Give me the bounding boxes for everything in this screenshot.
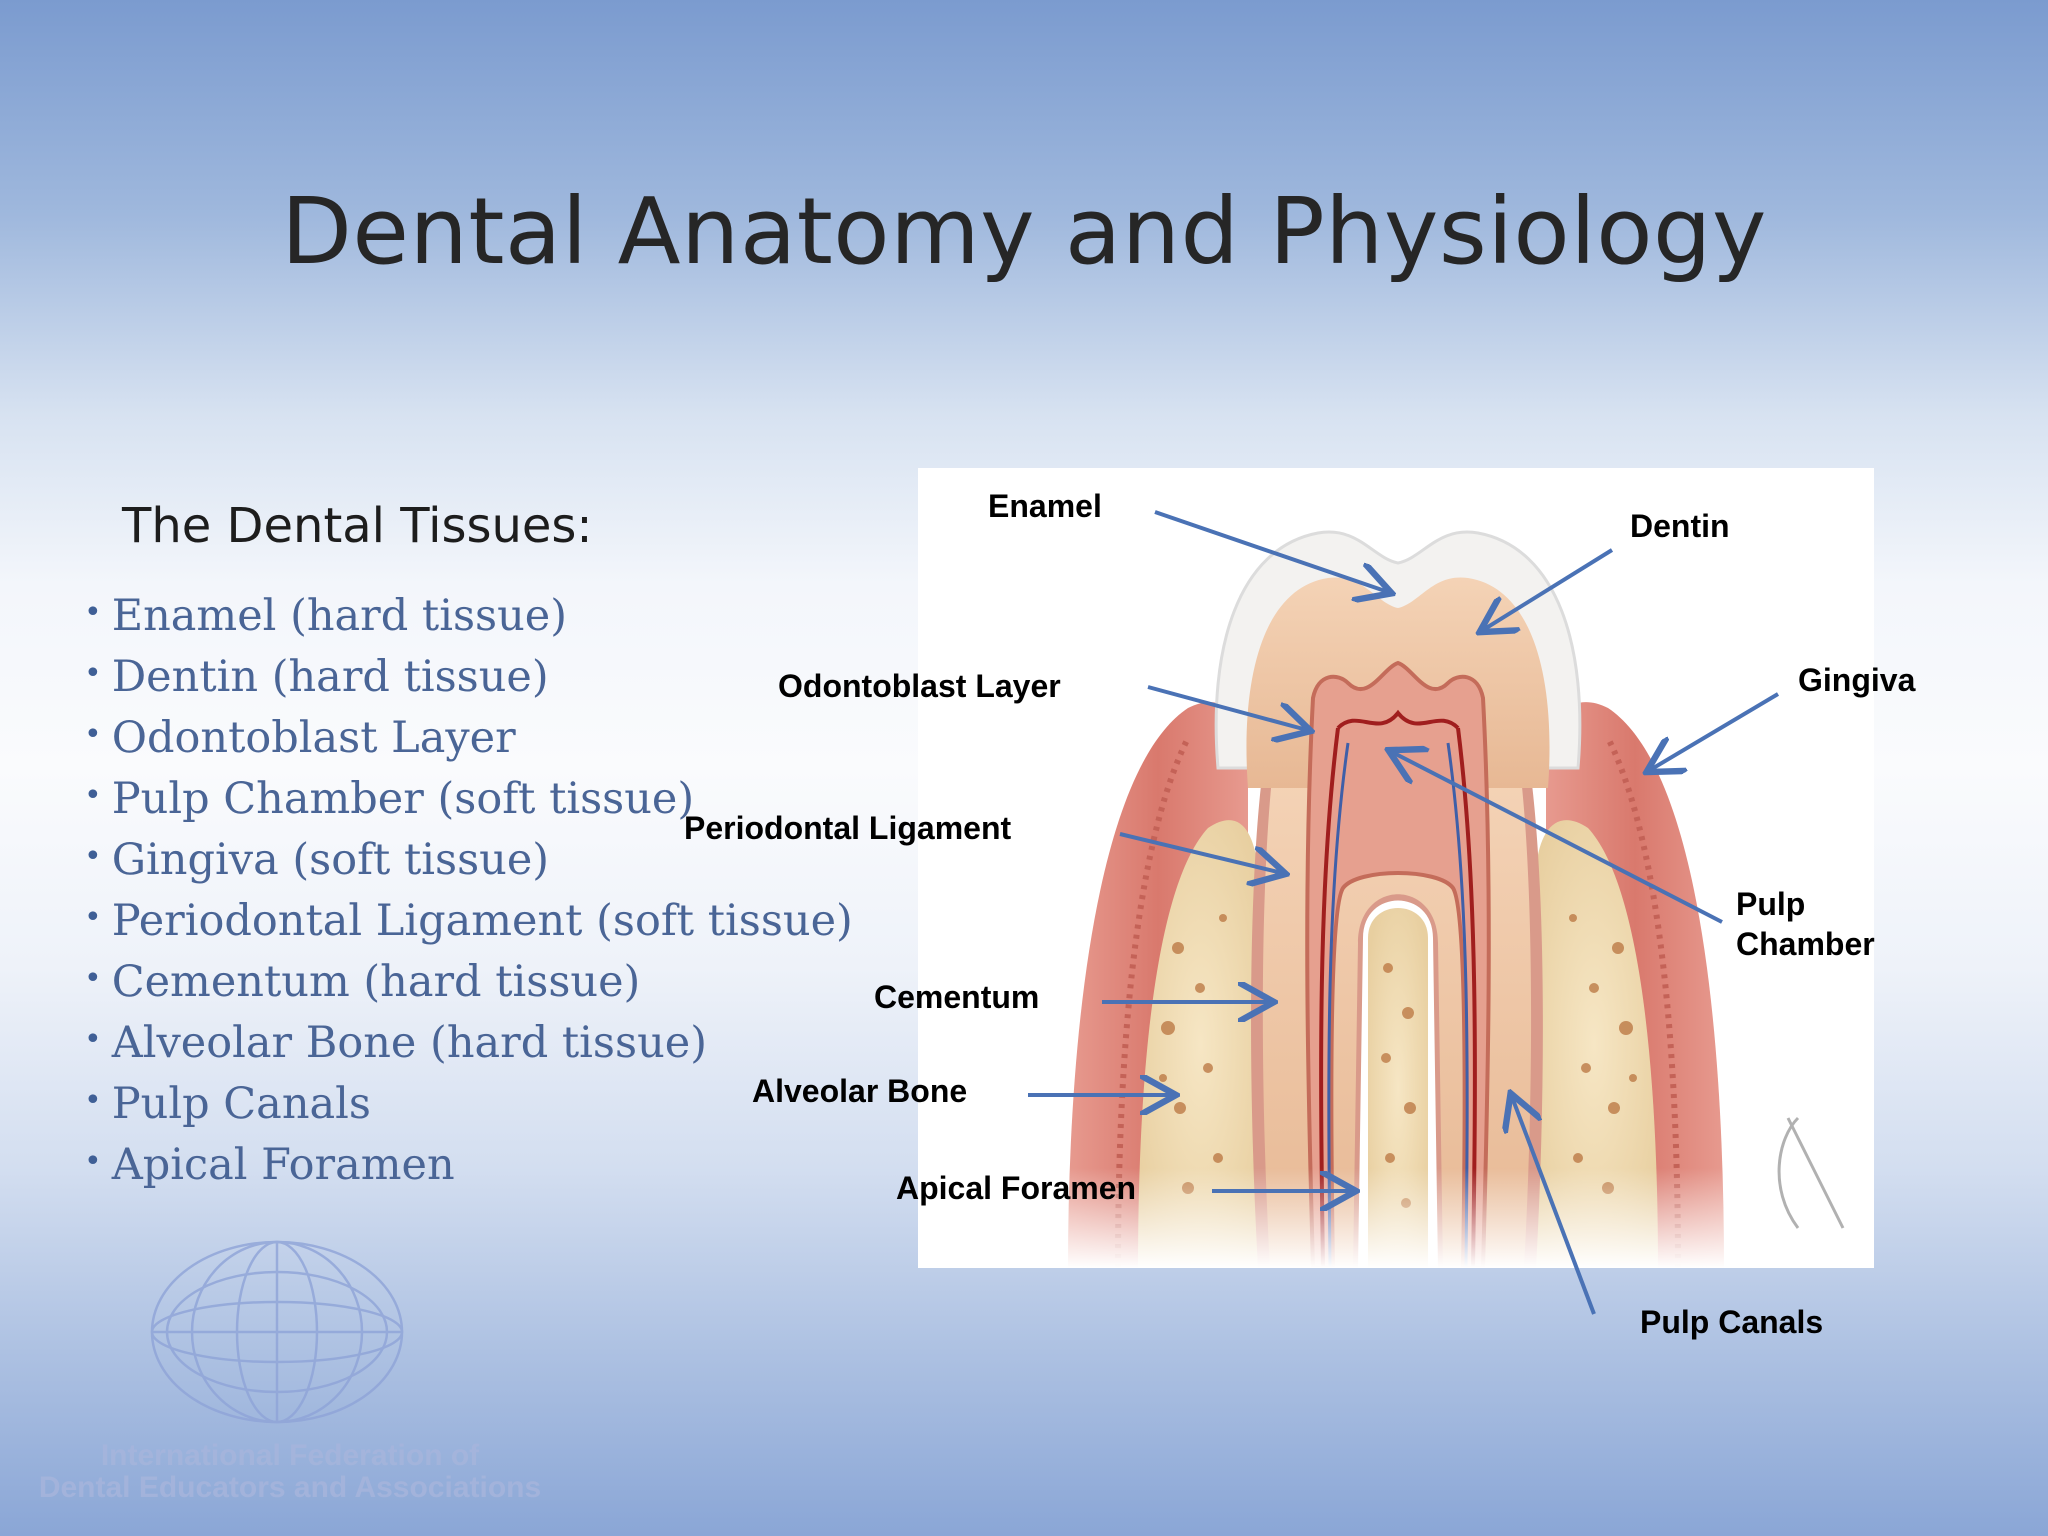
logo-line-1: International Federation of (100, 1439, 480, 1472)
bullet-icon: • (84, 900, 102, 935)
label-apical-foramen: Apical Foramen (896, 1170, 1137, 1206)
list-item: •Dentin (hard tissue) (84, 652, 549, 702)
pulp-canals-arrow (1512, 1097, 1596, 1315)
bullet-icon: • (84, 1022, 102, 1057)
tissue-list: •Enamel (hard tissue) •Dentin (hard tiss… (84, 584, 853, 1194)
organization-logo-text: International Federation of Dental Educa… (30, 1440, 550, 1504)
label-gingiva: Gingiva (1798, 662, 1916, 698)
alveolar-bone-left (1138, 820, 1263, 1268)
bullet-icon: • (84, 717, 102, 752)
gingiva-edge (1605, 736, 1681, 1269)
list-item: •Periodontal Ligament (soft tissue) (84, 896, 853, 946)
list-item: •Odontoblast Layer (84, 713, 516, 763)
section-heading: The Dental Tissues: (122, 498, 593, 554)
gingiva-arrow (1650, 692, 1780, 770)
list-item: •Enamel (hard tissue) (84, 591, 568, 641)
list-item: •Pulp Canals (84, 1079, 371, 1129)
list-item: •Cementum (hard tissue) (84, 957, 641, 1007)
bullet-icon: • (84, 656, 102, 691)
list-item: •Gingiva (soft tissue) (84, 835, 550, 885)
label-cementum: Cementum (874, 979, 1040, 1015)
label-enamel: Enamel (988, 488, 1102, 524)
bullet-icon: • (84, 595, 102, 630)
label-pulp-canals: Pulp Canals (1640, 1304, 1824, 1340)
enamel-arrow (1154, 510, 1388, 592)
label-pulp-chamber-line2: Chamber (1736, 926, 1875, 962)
globe-icon (150, 1240, 404, 1424)
bottom-fade (918, 1168, 1874, 1268)
pulp-chamber-arrow (1392, 752, 1723, 924)
label-odontoblast-layer: Odontoblast Layer (778, 668, 1061, 704)
ds-watermark (1777, 1116, 1845, 1229)
bullet-icon: • (84, 961, 102, 996)
alveolar-bone-right (1530, 820, 1658, 1268)
list-item: •Alveolar Bone (hard tissue) (84, 1018, 707, 1068)
logo-line-2: Dental Educators and Associations (38, 1471, 542, 1504)
label-periodontal-ligament: Periodontal Ligament (684, 810, 1012, 846)
gingiva-edge (1115, 736, 1191, 1269)
list-item: •Apical Foramen (84, 1140, 455, 1190)
bullet-icon: • (84, 1083, 102, 1118)
periodontal-arrow (1119, 832, 1282, 873)
label-dentin: Dentin (1630, 508, 1730, 544)
bullet-icon: • (84, 839, 102, 874)
odontoblast-arrow (1147, 685, 1307, 730)
dentin-arrow (1483, 548, 1614, 630)
list-item: •Pulp Chamber (soft tissue) (84, 774, 695, 824)
bullet-icon: • (84, 778, 102, 813)
pulp-shape (1305, 660, 1491, 1270)
label-alveolar-bone: Alveolar Bone (752, 1073, 968, 1109)
bullet-icon: • (84, 1144, 102, 1179)
label-pulp-chamber-line1: Pulp (1736, 886, 1806, 922)
slide-title: Dental Anatomy and Physiology (281, 178, 1767, 285)
